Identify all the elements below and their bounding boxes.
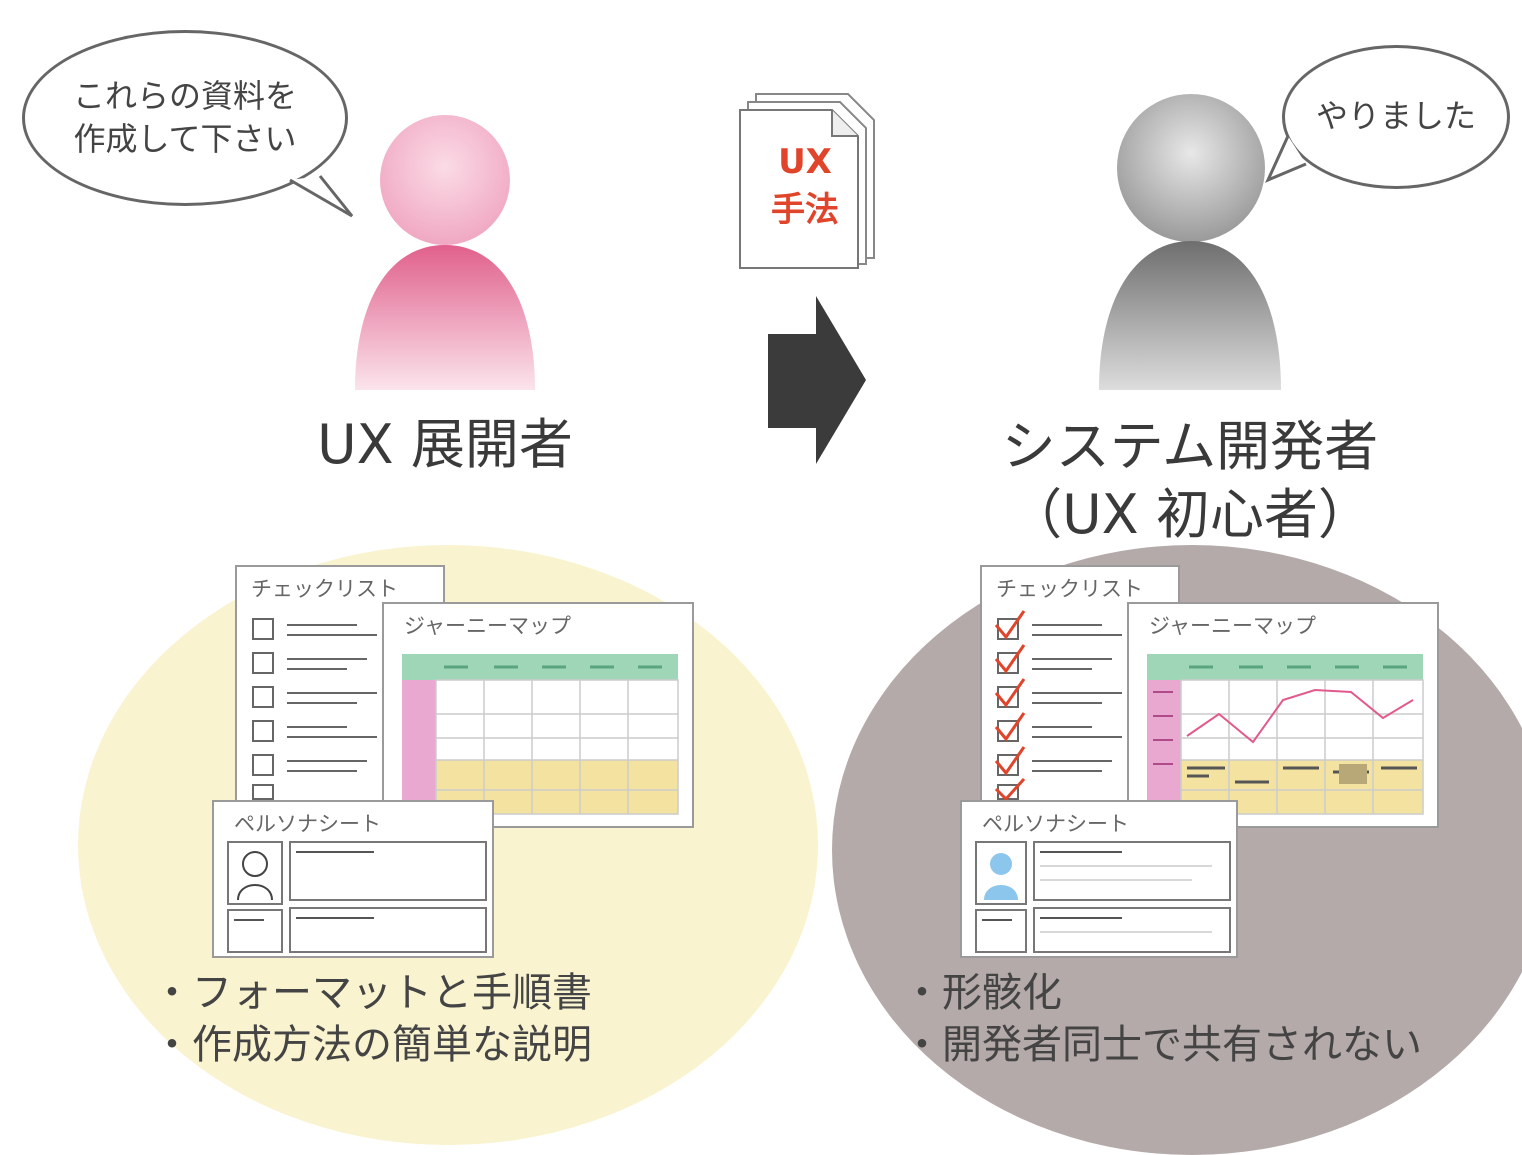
right-checklist-rows (994, 610, 1122, 802)
ux-method-doc-text-1: UX (778, 142, 832, 182)
right-persona-title: ペルソナシート (982, 812, 1129, 836)
ux-deployer-person-icon (355, 115, 535, 390)
left-bullet-2: ・作成方法の簡単な説明 (152, 1022, 592, 1068)
left-journey-map-title: ジャーニーマップ (404, 614, 571, 638)
left-speech-bubble-tail (289, 175, 354, 218)
right-persona-fields (975, 841, 1231, 953)
ux-beginner-label: （UX 初心者） (1008, 483, 1372, 546)
right-journey-map-grid (1147, 654, 1424, 815)
left-persona-card: ペルソナシート (212, 800, 494, 958)
left-checklist-rows (252, 618, 377, 800)
right-journey-map-card: ジャーニーマップ (1127, 602, 1439, 828)
ux-method-doc-text-2: 手法 (771, 190, 839, 230)
right-arrow-icon (768, 296, 866, 464)
right-persona-card: ペルソナシート (960, 800, 1238, 958)
right-checklist-title: チェックリスト (996, 577, 1143, 601)
system-developer-person-icon (1099, 94, 1281, 390)
left-persona-fields (227, 841, 487, 953)
right-bullet-1: ・形骸化 (902, 970, 1062, 1016)
left-journey-map-card: ジャーニーマップ (382, 602, 694, 828)
left-persona-title: ペルソナシート (234, 812, 381, 836)
right-journey-map-title: ジャーニーマップ (1149, 614, 1316, 638)
left-speech-bubble: これらの資料を 作成して下さい (22, 30, 348, 206)
right-bullet-2: ・開発者同士で共有されない (902, 1022, 1422, 1068)
ux-deployer-label: UX 展開者 (317, 413, 573, 476)
left-checklist-title: チェックリスト (251, 577, 398, 601)
ux-method-document-icon (739, 93, 875, 269)
system-developer-label: システム開発者 (1001, 415, 1379, 478)
left-bullet-1: ・フォーマットと手順書 (152, 970, 592, 1016)
right-speech-bubble-tail (1265, 135, 1307, 183)
left-journey-map-grid (402, 654, 679, 815)
right-speech-bubble: やりました (1282, 45, 1510, 189)
